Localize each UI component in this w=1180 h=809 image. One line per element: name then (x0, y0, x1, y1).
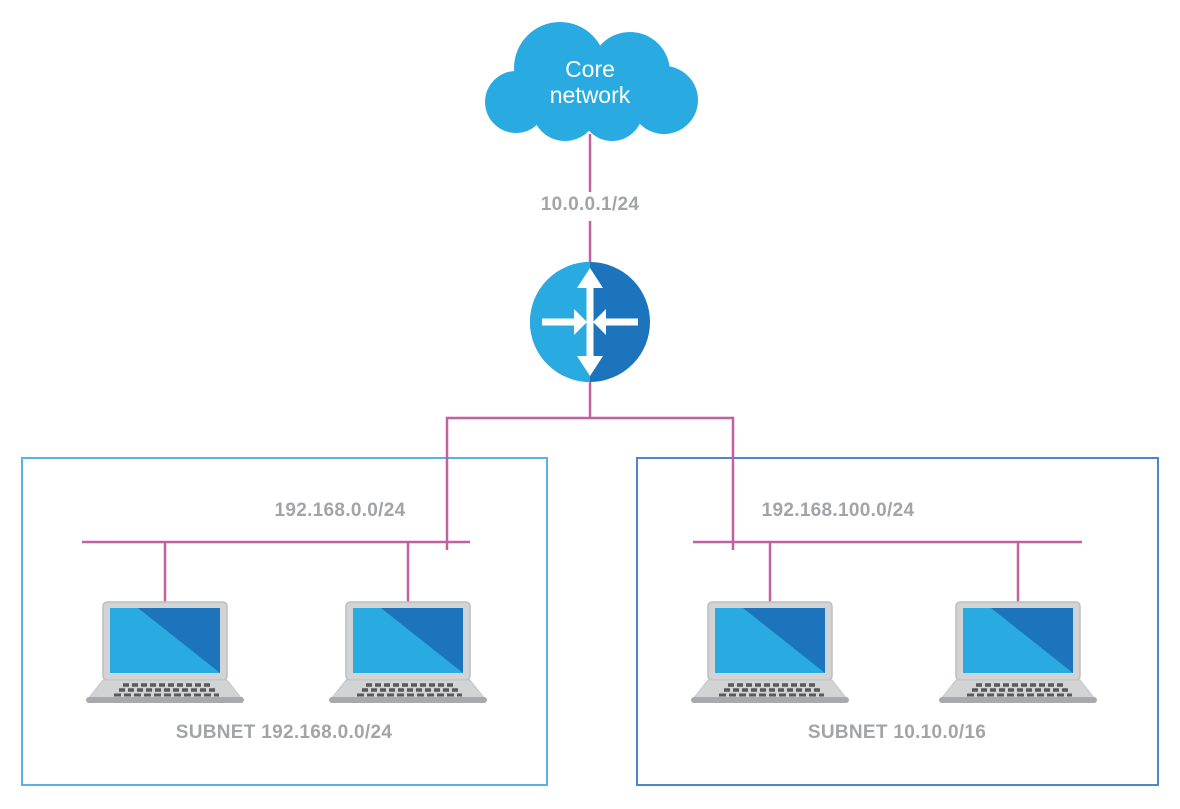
left-subnet-caption: SUBNET 192.168.0.0/24 (175, 722, 393, 743)
network-links (82, 134, 1082, 604)
subnet-box-right (636, 457, 1159, 786)
cloud-icon (485, 22, 698, 141)
router-arrows (542, 268, 638, 376)
router-icon (530, 262, 650, 382)
subnet-box-left (21, 457, 548, 786)
laptop-icon (84, 600, 246, 705)
cloud-label: Core network (549, 56, 631, 108)
left-network-label: 192.168.0.0/24 (274, 500, 406, 521)
laptop-icon (937, 600, 1099, 705)
router-uplink-ip-label: 10.0.0.1/24 (540, 194, 640, 215)
right-subnet-caption: SUBNET 10.10.0/16 (807, 722, 987, 743)
laptop-icon (689, 600, 851, 705)
laptop-icon (327, 600, 489, 705)
right-network-label: 192.168.100.0/24 (761, 500, 915, 521)
